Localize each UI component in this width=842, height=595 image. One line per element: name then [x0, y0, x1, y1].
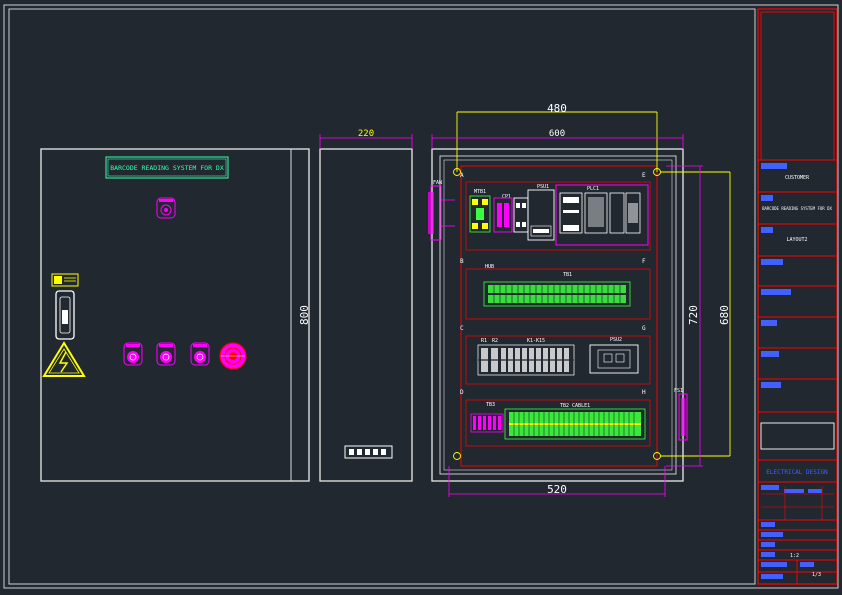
title-scale-value: 1:2: [790, 553, 799, 559]
row2-label-tb1: TB1: [563, 272, 572, 278]
duct-row-3: [465, 335, 651, 385]
panel-bottom-dim-text: 520: [547, 483, 567, 496]
duct-row-2: [465, 268, 651, 320]
row1-label-cp1: CP1: [502, 194, 511, 200]
grid-letter-b: B: [460, 258, 464, 265]
row1-components[interactable]: MTB1 CP1 PSU1 PLC1: [469, 184, 649, 246]
title-company: ELECTRICAL DESIGN: [766, 469, 828, 476]
cable-gland-plate: [344, 445, 393, 459]
duct-row-1: [465, 181, 651, 251]
title-block-frame: [757, 8, 838, 585]
title-customer-value: CUSTOMER: [785, 175, 810, 181]
panel-cabinet-outline: [431, 148, 684, 482]
front-door-outline: [40, 148, 310, 482]
fan-unit-right: FS1: [674, 388, 688, 441]
row2-terminal-block[interactable]: HUB TB1: [483, 264, 631, 307]
row2-label-hub: HUB: [485, 264, 494, 270]
panel-cabinet-inner: [439, 155, 677, 475]
front-door-hinge-strip: [290, 148, 310, 482]
row3-label-r1: R1: [481, 338, 487, 344]
panel-height-inner-dim-text: 720: [687, 305, 700, 325]
panel-dimension-lines: [431, 134, 703, 497]
panel-top-dim-text: 480: [547, 102, 567, 115]
panel-height-outer-dim-text: 680: [718, 305, 731, 325]
row3-relay-block[interactable]: R1 R2 K1-K15 PSU2: [477, 337, 639, 376]
warning-label-icon: [51, 273, 79, 287]
duct-row-4: [465, 399, 651, 447]
row1-label-psu1: PSU1: [537, 184, 549, 190]
panel-width-dim-text: 600: [549, 129, 565, 139]
indicator-lamp-2[interactable]: [156, 342, 176, 366]
top-indicator-lamp[interactable]: [156, 197, 176, 219]
nameplate-inner: [107, 158, 227, 177]
grid-letter-a: A: [460, 172, 464, 179]
grid-letter-d: D: [460, 389, 464, 396]
nameplate-text: BARCODE READING SYSTEM FOR DX: [110, 164, 224, 172]
fan-unit-left: FAN: [428, 180, 455, 241]
fan-label: FAN: [433, 180, 442, 186]
title-layout-value: LAYOUT2: [786, 237, 807, 243]
row3-label-k1-k15: K1-K15: [527, 338, 545, 344]
row3-label-psu2: PSU2: [610, 337, 622, 343]
row3-label-r2: R2: [492, 338, 498, 344]
reference-lines: [453, 111, 731, 460]
grid-letter-e: E: [642, 172, 646, 179]
door-handle[interactable]: [55, 290, 75, 340]
title-logo-area: [760, 11, 835, 161]
row4-label-tb3: TB3: [486, 402, 495, 408]
drawing-outer-border: [3, 4, 839, 589]
row4-terminal-block[interactable]: TB3 TB2 CABLE1: [470, 402, 646, 440]
indicator-lamp-3[interactable]: [190, 342, 210, 366]
indicator-lamp-1[interactable]: [123, 342, 143, 366]
front-view[interactable]: BARCODE READING SYSTEM FOR DX: [40, 148, 310, 482]
side-view[interactable]: 220 800: [298, 129, 413, 482]
panel-layout-view[interactable]: 480 600 520 720 680 A B C D E F G H: [428, 102, 731, 497]
side-outline: [319, 148, 413, 482]
side-height-dim-text: 800: [298, 305, 311, 325]
nameplate-frame: [105, 156, 229, 179]
row1-label-plc1: PLC1: [587, 186, 599, 192]
grid-letter-f: F: [642, 258, 646, 265]
side-width-dim-text: 220: [358, 129, 374, 139]
title-block[interactable]: CUSTOMER BARCODE READING SYSTEM FOR DX L…: [757, 8, 838, 585]
fan2-label: FS1: [674, 388, 683, 394]
grid-letter-h: H: [642, 389, 646, 396]
high-voltage-warning-icon: [42, 341, 86, 377]
drawing-inner-border: [8, 8, 756, 585]
grid-letter-c: C: [460, 325, 464, 332]
row1-label-mtb1: MTB1: [474, 189, 486, 195]
emergency-stop-button[interactable]: [219, 342, 247, 370]
title-drawing-box: [760, 422, 835, 450]
row4-label-tb2: TB2 CABLE1: [560, 403, 590, 409]
title-sheet-value: 1/3: [812, 572, 821, 578]
title-project-value: BARCODE READING SYSTEM FOR DX: [762, 206, 832, 211]
grid-letter-g: G: [642, 325, 646, 332]
grid-letters: A B C D E F G H: [460, 172, 646, 396]
mounting-plate: [460, 165, 658, 467]
